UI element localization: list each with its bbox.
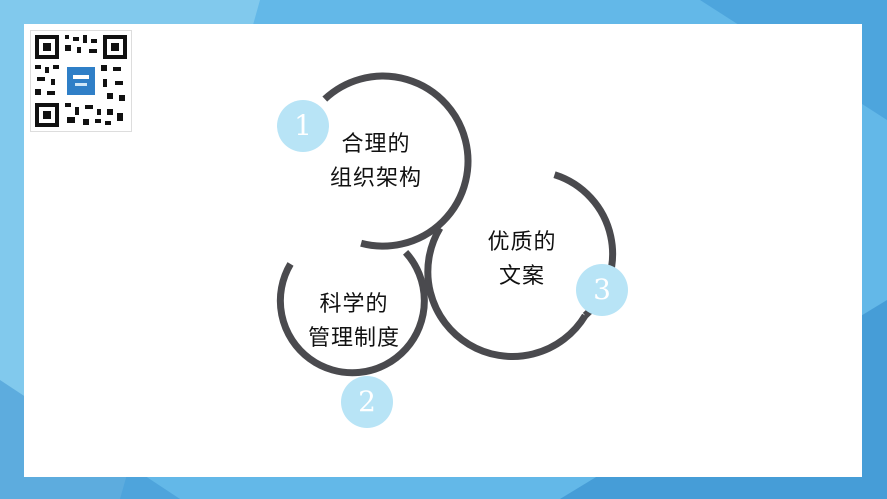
- step-1-badge: 1: [277, 100, 329, 152]
- qr-code-icon: [35, 35, 127, 127]
- step-1-line-1: 合理的: [341, 132, 411, 157]
- step-2-badge: 2: [341, 376, 393, 428]
- ring-2: [276, 249, 428, 377]
- step-3-line-2: 文案: [498, 264, 545, 289]
- step-2-line-1: 科学的: [319, 292, 389, 317]
- step-3-label: 优质的 文案: [466, 226, 578, 294]
- step-3-badge: 3: [576, 264, 628, 316]
- step-2-label: 科学的 管理制度: [292, 288, 416, 356]
- ring-1: [322, 72, 472, 250]
- step-1-label: 合理的 组织架构: [316, 128, 436, 196]
- qr-code: [30, 30, 132, 132]
- step-2-line-2: 管理制度: [307, 326, 400, 351]
- step-1-line-2: 组织架构: [329, 166, 422, 191]
- step-3-line-1: 优质的: [487, 230, 557, 255]
